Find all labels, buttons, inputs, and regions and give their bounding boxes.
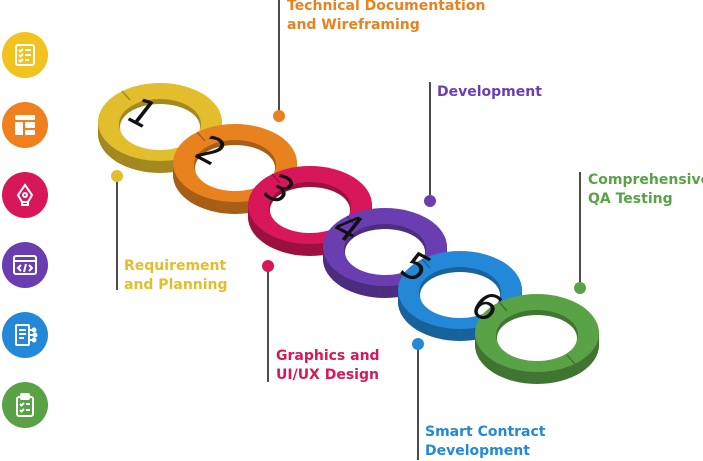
- ring-hole-2: [195, 145, 275, 191]
- leader-dot-1: [111, 170, 123, 182]
- checklist-icon[interactable]: [2, 32, 48, 78]
- ring-hole-6: [497, 315, 577, 361]
- leader-dot-6: [574, 282, 586, 294]
- step-label-2: Technical Documentation and Wireframing: [287, 0, 486, 33]
- step-label-1: Requirement and Planning: [124, 258, 228, 293]
- code-window-icon[interactable]: [2, 242, 48, 288]
- ring-hole-4: [345, 229, 425, 275]
- leader-dot-2: [273, 110, 285, 122]
- step-label-3: Graphics and UI/UX Design: [276, 348, 380, 383]
- pen-tool-icon[interactable]: [2, 172, 48, 218]
- leader-dot-5: [412, 338, 424, 350]
- step-label-4: Development: [437, 84, 542, 100]
- step-label-5: Smart Contract Development: [425, 424, 546, 459]
- ring-hole-3: [270, 187, 350, 233]
- leader-dot-3: [262, 260, 274, 272]
- ring-5: 5: [391, 244, 522, 341]
- leader-dot-4: [424, 195, 436, 207]
- ring-hole-5: [420, 272, 500, 318]
- ring-hole-1: [120, 104, 200, 150]
- step-label-6: Comprehensive QA Testing: [588, 172, 703, 207]
- clipboard-check-icon[interactable]: [2, 382, 48, 428]
- ring-6: 6: [461, 284, 599, 384]
- document-network-icon[interactable]: [2, 312, 48, 358]
- sidebar: [0, 0, 60, 460]
- layout-icon[interactable]: [2, 102, 48, 148]
